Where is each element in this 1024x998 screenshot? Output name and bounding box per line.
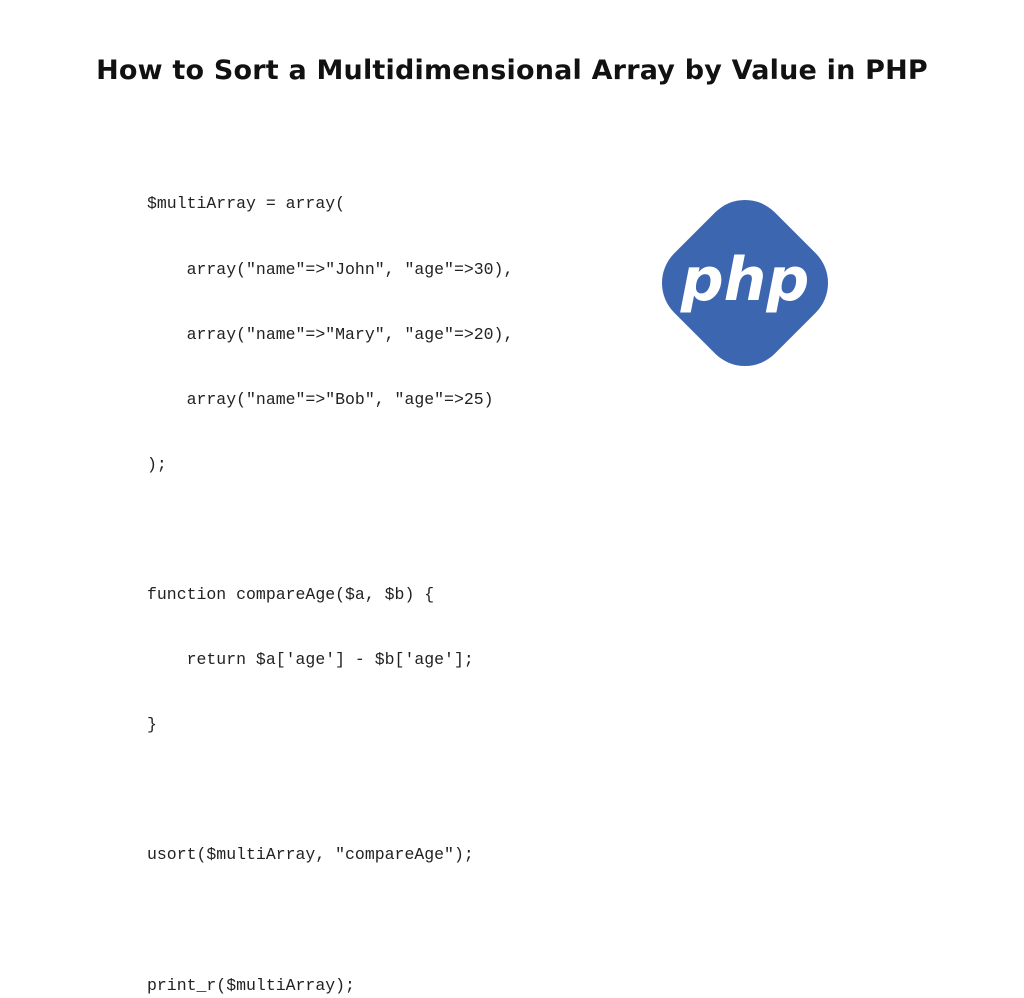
code-line: array("name"=>"Bob", "age"=>25)	[147, 389, 494, 409]
code-line: array("name"=>"Mary", "age"=>20),	[147, 324, 514, 344]
code-line: );	[147, 454, 167, 474]
code-line: }	[147, 715, 157, 735]
code-block: $multiArray = array( array("name"=>"John…	[147, 150, 513, 998]
code-line	[147, 909, 513, 931]
code-line: function compareAge($a, $b) {	[147, 584, 435, 604]
code-line: array("name"=>"John", "age"=>30),	[147, 259, 514, 279]
php-logo-icon: php	[661, 199, 829, 367]
code-line: $multiArray = array(	[147, 194, 346, 214]
php-logo-text: php	[680, 245, 810, 315]
page-title: How to Sort a Multidimensional Array by …	[96, 55, 928, 86]
code-line: usort($multiArray, "compareAge");	[147, 845, 474, 865]
code-line	[147, 519, 513, 541]
code-line: return $a['age'] - $b['age'];	[147, 650, 474, 670]
code-line: print_r($multiArray);	[147, 975, 355, 995]
code-line	[147, 779, 513, 801]
